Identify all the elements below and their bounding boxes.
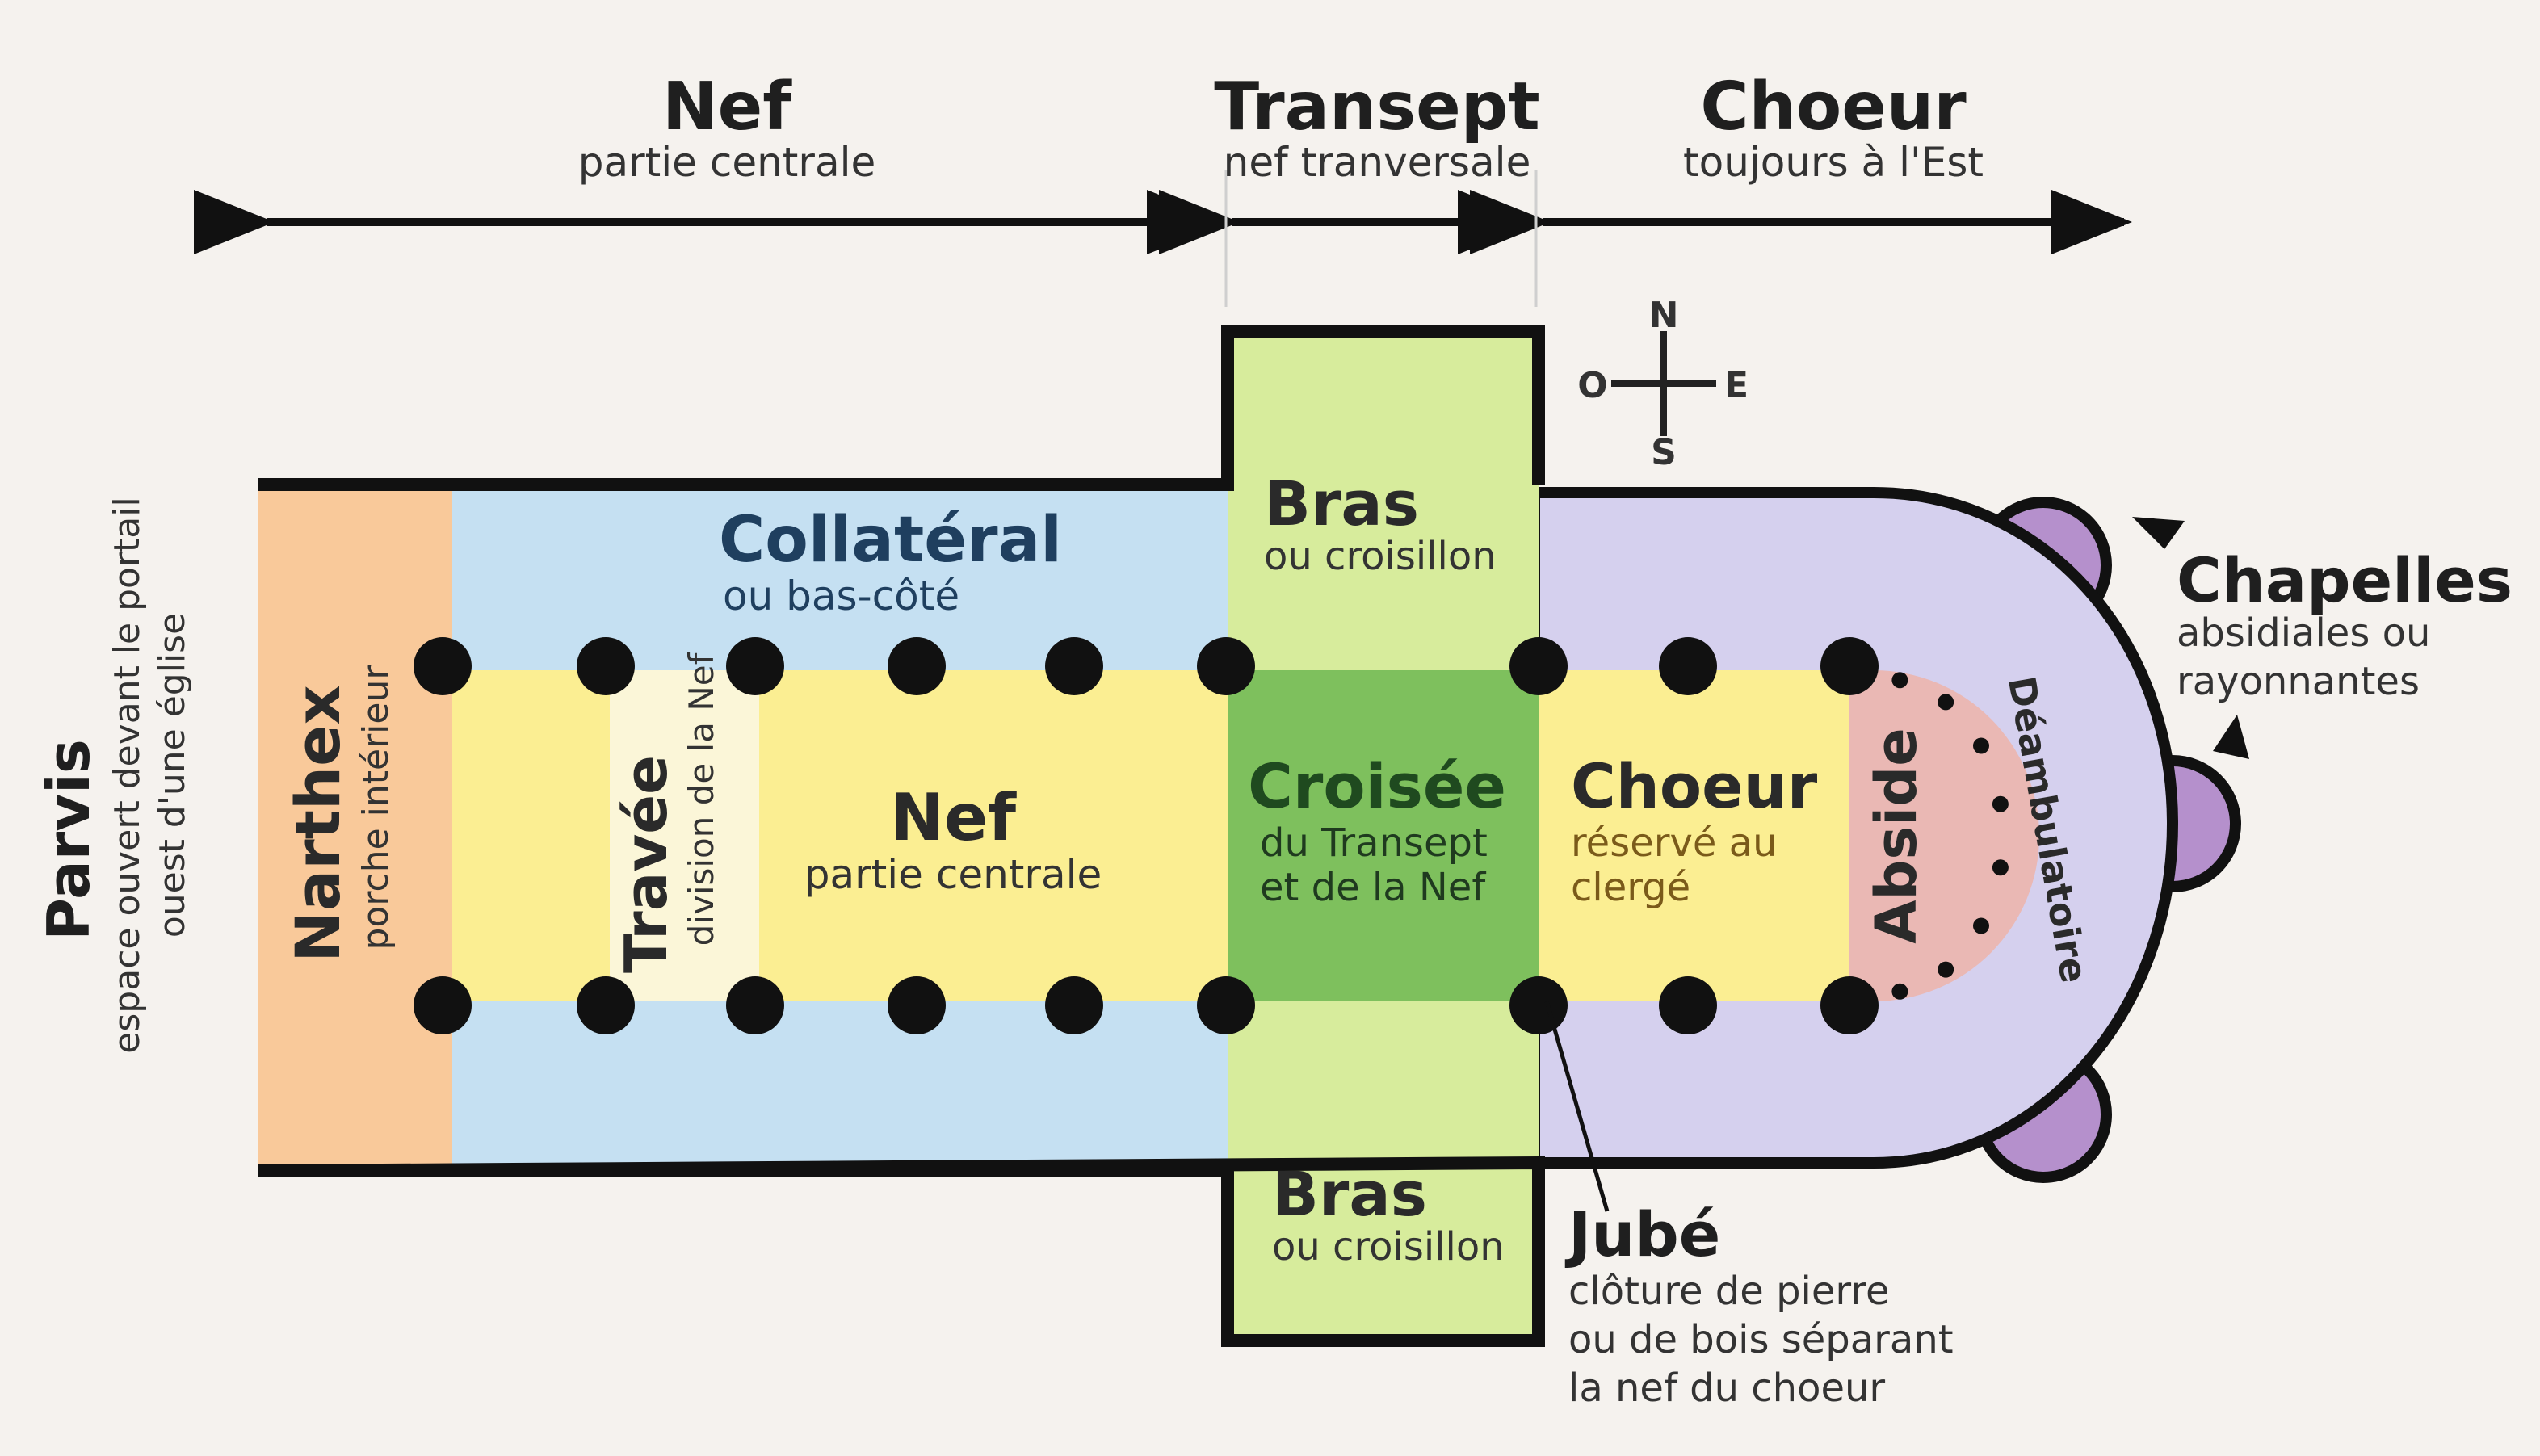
ambulatory-dot bbox=[1891, 983, 1908, 1000]
ambulatory-dot bbox=[1938, 961, 1954, 978]
croisee-line2: et de la Nef bbox=[1260, 865, 1486, 910]
croisee-area bbox=[1228, 670, 1539, 1001]
jube-line1: clôture de pierre bbox=[1568, 1269, 1890, 1314]
pillar bbox=[414, 637, 472, 695]
travee-group: Travée division de la Nef bbox=[612, 652, 721, 973]
nef-center-subtitle: partie centrale bbox=[804, 851, 1102, 898]
pillar bbox=[1045, 976, 1103, 1034]
ambulatory-dots bbox=[1891, 672, 2009, 1000]
travee-area bbox=[610, 670, 759, 1001]
parvis-title: Parvis bbox=[35, 739, 103, 940]
pillar bbox=[1820, 976, 1879, 1034]
compass-s: S bbox=[1651, 432, 1677, 473]
narthex-area bbox=[258, 485, 452, 1171]
jube-leader bbox=[1544, 1001, 1610, 1212]
pillar bbox=[888, 637, 946, 695]
section-choeur-subtitle: toujours à l'Est bbox=[1683, 139, 1984, 186]
pillar bbox=[1509, 637, 1568, 695]
pillar bbox=[577, 976, 635, 1034]
chapelles-pointer-top bbox=[2132, 517, 2185, 549]
choeur-band bbox=[1539, 670, 1854, 1001]
pillar bbox=[1509, 976, 1568, 1034]
pillar bbox=[1045, 637, 1103, 695]
ambulatory-dot bbox=[1938, 694, 1954, 711]
nef-band bbox=[452, 670, 1228, 1001]
compass: N S O E bbox=[1577, 295, 1749, 473]
narthex-group: Narthex porche intérieur bbox=[282, 665, 397, 963]
section-arrows bbox=[194, 170, 2132, 307]
chapelles-title: Chapelles bbox=[2177, 544, 2513, 616]
section-nef-subtitle: partie centrale bbox=[578, 139, 875, 186]
parvis-line1: espace ouvert devant le portail bbox=[107, 497, 148, 1053]
ambulatory-dot bbox=[1973, 737, 1989, 754]
section-nef-title: Nef bbox=[662, 69, 792, 145]
chapelles-line1: absidiales ou bbox=[2177, 611, 2430, 656]
collateral-subtitle: ou bas-côté bbox=[723, 573, 959, 619]
choeur-center-line1: réservé au bbox=[1571, 820, 1778, 866]
travee-subtitle: division de la Nef bbox=[682, 652, 721, 946]
narthex-subtitle: porche intérieur bbox=[355, 665, 397, 950]
pillar bbox=[577, 637, 635, 695]
travee-title: Travée bbox=[612, 755, 680, 973]
pillar bbox=[414, 976, 472, 1034]
croisee-line1: du Transept bbox=[1260, 820, 1488, 866]
croisee-title: Croisée bbox=[1248, 750, 1506, 822]
parvis-line2: ouest d'une église bbox=[152, 613, 193, 938]
ambulatory-dot bbox=[1891, 672, 1908, 689]
bras-bottom-subtitle: ou croisillon bbox=[1272, 1224, 1505, 1269]
pillars bbox=[414, 637, 1879, 1034]
jube-title: Jubé bbox=[1564, 1198, 1720, 1270]
section-transept-subtitle: nef tranversale bbox=[1224, 139, 1531, 186]
parvis-group: Parvis espace ouvert devant le portail o… bbox=[35, 497, 193, 1053]
ambulatory-dot bbox=[1992, 795, 2009, 812]
jube-line3: la nef du choeur bbox=[1568, 1366, 1885, 1411]
pillar bbox=[1197, 976, 1255, 1034]
pillar bbox=[1197, 637, 1255, 695]
ambulatory-dot bbox=[1973, 917, 1989, 934]
narthex-title: Narthex bbox=[282, 685, 354, 962]
abside-group: Abside bbox=[1863, 728, 1929, 944]
bras-bottom-title: Bras bbox=[1272, 1158, 1427, 1230]
pillar bbox=[1820, 637, 1879, 695]
ambulatory-dot bbox=[1992, 859, 2009, 876]
section-transept-title: Transept bbox=[1214, 69, 1539, 145]
nef-center-title: Nef bbox=[890, 780, 1017, 855]
compass-e: E bbox=[1724, 365, 1749, 406]
choeur-center-line2: clergé bbox=[1571, 865, 1690, 910]
compass-n: N bbox=[1649, 295, 1679, 336]
plan-outline bbox=[258, 325, 1545, 1347]
abside-area bbox=[1849, 670, 2039, 1001]
collateral-title: Collatéral bbox=[719, 504, 1062, 577]
choeur-center-title: Choeur bbox=[1571, 750, 1818, 822]
compass-o: O bbox=[1577, 365, 1607, 406]
bras-top-title: Bras bbox=[1264, 468, 1419, 539]
bras-top-subtitle: ou croisillon bbox=[1264, 534, 1497, 579]
jube-line2: ou de bois séparant bbox=[1568, 1317, 1954, 1362]
abside-title: Abside bbox=[1863, 728, 1929, 944]
chapelles-line2: rayonnantes bbox=[2177, 659, 2420, 704]
chapelles-pointer-bottom bbox=[2213, 715, 2249, 759]
pillar bbox=[726, 976, 784, 1034]
pillar bbox=[1659, 976, 1717, 1034]
pillar bbox=[1659, 637, 1717, 695]
section-choeur-title: Choeur bbox=[1700, 69, 1967, 145]
pillar bbox=[888, 976, 946, 1034]
pillar bbox=[726, 637, 784, 695]
